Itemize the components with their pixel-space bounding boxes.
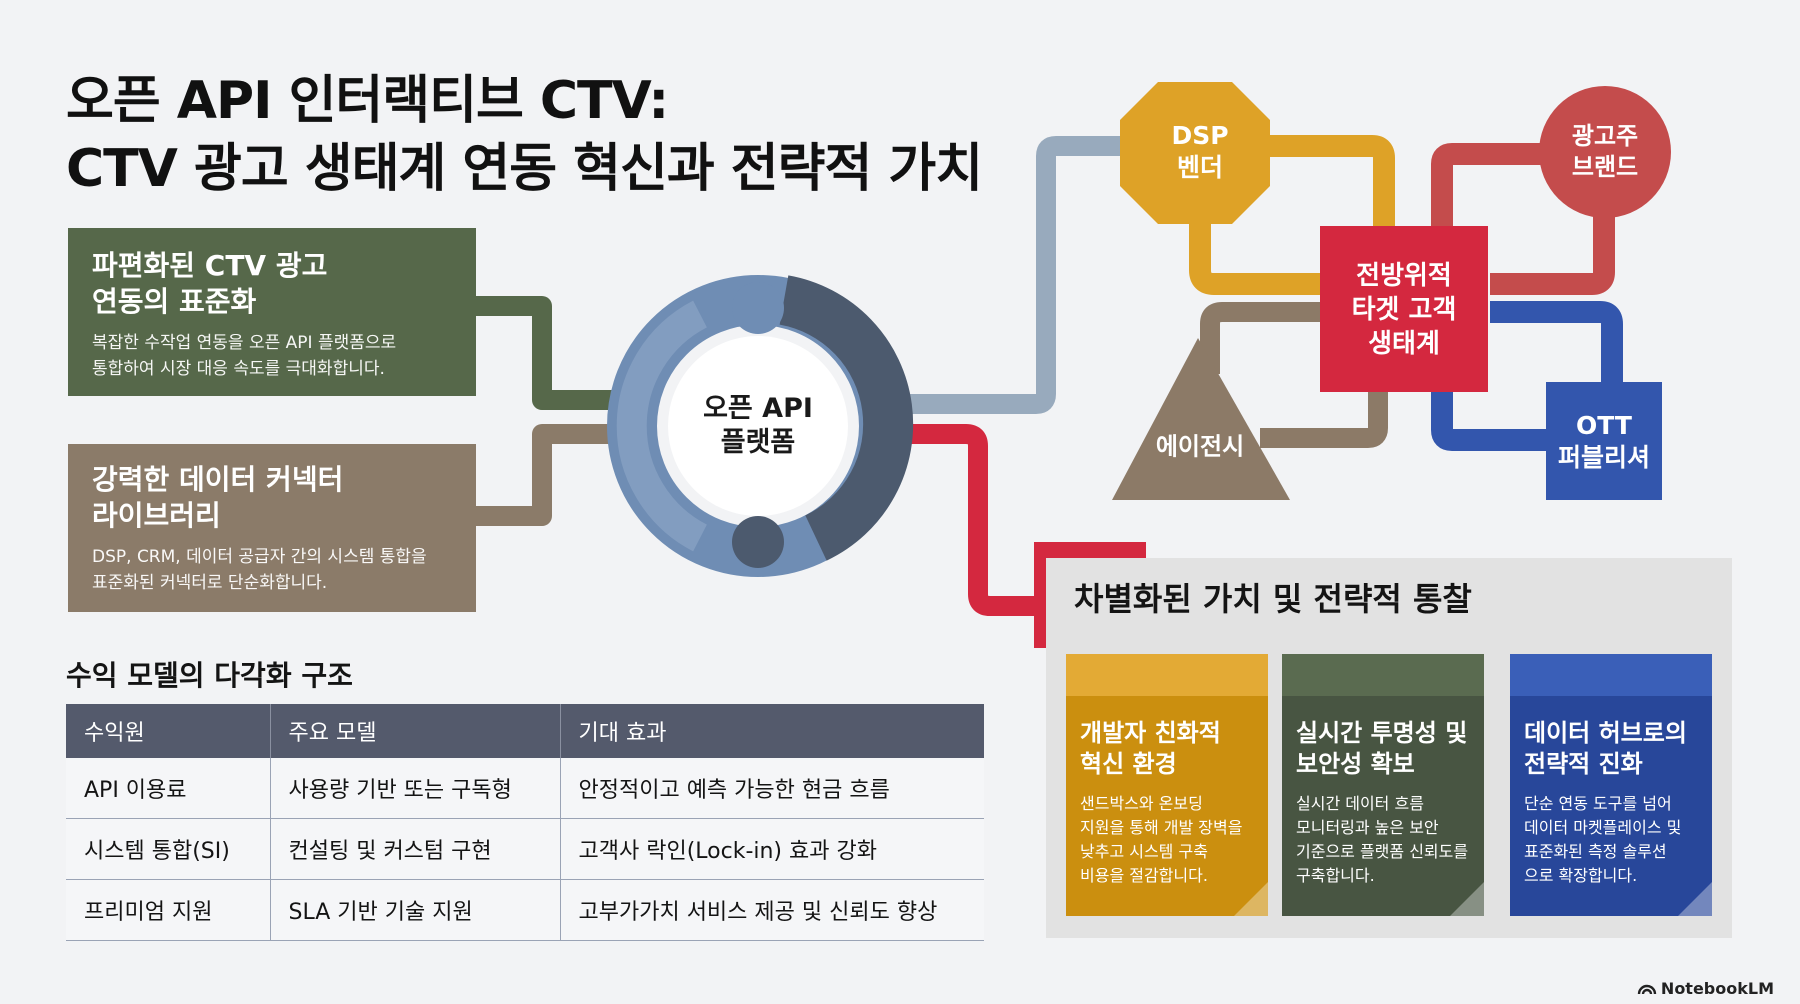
revenue-header-model: 주요 모델 bbox=[270, 704, 561, 758]
hub-label-line-2: 플랫폼 bbox=[720, 427, 796, 458]
ott-label-line-1: OTT bbox=[1576, 411, 1632, 440]
red-connector bbox=[896, 424, 1054, 648]
hub-bottom-knob bbox=[732, 516, 784, 568]
card-desc: 으로 확장합니다. bbox=[1524, 866, 1638, 885]
insight-card-data-hub: 데이터 허브로의 전략적 진화 단순 연동 도구를 넘어 데이터 마켓플레이스 … bbox=[1510, 654, 1712, 916]
panel-standardization-desc-1: 복잡한 수작업 연동을 오픈 API 플랫폼으로 bbox=[92, 333, 397, 353]
card-desc: 표준화된 측정 솔루션 bbox=[1524, 842, 1667, 861]
green-connector bbox=[474, 296, 620, 410]
card-band bbox=[1510, 654, 1712, 696]
card-fold bbox=[1450, 882, 1484, 916]
advertiser-label-line-1: 광고주 bbox=[1571, 122, 1639, 150]
card-band bbox=[1282, 654, 1484, 696]
advertiser-connector bbox=[1431, 143, 1615, 295]
ott-square bbox=[1546, 382, 1662, 500]
dsp-label-line-1: DSP bbox=[1171, 121, 1229, 150]
insight-card-developer: 개발자 친화적 혁신 환경 샌드박스와 온보딩 지원을 통해 개발 장벽을 낮추… bbox=[1066, 654, 1268, 916]
card-title-2: 보안성 확보 bbox=[1296, 750, 1415, 778]
hub-top-knob bbox=[732, 282, 784, 334]
card-fold bbox=[1678, 882, 1712, 916]
panel-standardization-desc-2: 통합하여 시장 대응 속도를 극대화합니다. bbox=[92, 359, 385, 379]
revenue-title: 수익 모델의 다각화 구조 bbox=[66, 659, 353, 692]
advertiser-circle bbox=[1539, 86, 1671, 218]
advertiser-label-line-2: 브랜드 bbox=[1571, 153, 1639, 181]
table-row: 시스템 통합(SI) 컨설팅 및 커스텀 구현 고객사 락인(Lock-in) … bbox=[66, 818, 984, 880]
panel-standardization-title-2: 연동의 표준화 bbox=[92, 285, 257, 318]
card-title-1: 데이터 허브로의 bbox=[1524, 719, 1687, 747]
revenue-header-effect: 기대 효과 bbox=[560, 704, 984, 758]
card-fold bbox=[1234, 882, 1268, 916]
agency-triangle bbox=[1112, 338, 1290, 500]
table-row: 프리미엄 지원 SLA 기반 기술 지원 고부가가치 서비스 제공 및 신뢰도 … bbox=[66, 879, 984, 941]
orange-connector bbox=[1189, 135, 1395, 295]
revenue-table: 수익원 주요 모델 기대 효과 API 이용료 사용량 기반 또는 구독형 안정… bbox=[66, 704, 984, 941]
panel-connector-library-desc-2: 표준화된 커넥터로 단순화합니다. bbox=[92, 573, 328, 593]
card-title-1: 개발자 친화적 bbox=[1080, 719, 1221, 747]
center-square bbox=[1320, 226, 1488, 392]
center-label-line-3: 생태계 bbox=[1368, 329, 1440, 359]
revenue-header-row: 수익원 주요 모델 기대 효과 bbox=[66, 704, 984, 758]
card-desc: 낮추고 시스템 구축 bbox=[1080, 842, 1208, 861]
dsp-label-line-2: 벤더 bbox=[1176, 153, 1223, 182]
ott-connector bbox=[1431, 301, 1623, 451]
notebooklm-icon bbox=[1637, 984, 1657, 995]
card-desc: 데이터 마켓플레이스 및 bbox=[1524, 818, 1682, 837]
dsp-octagon bbox=[1120, 82, 1270, 224]
table-cell: SLA 기반 기술 지원 bbox=[270, 879, 561, 941]
table-cell: 고객사 락인(Lock-in) 효과 강화 bbox=[560, 818, 984, 880]
panel-connector-library-title-1: 강력한 데이터 커넥터 bbox=[92, 463, 344, 496]
table-row: API 이용료 사용량 기반 또는 구독형 안정적이고 예측 가능한 현금 흐름 bbox=[66, 758, 984, 819]
card-desc: 구축합니다. bbox=[1296, 866, 1375, 885]
table-cell: 안정적이고 예측 가능한 현금 흐름 bbox=[560, 758, 984, 819]
panel-connector-library-title-2: 라이브러리 bbox=[92, 499, 221, 532]
card-desc: 지원을 통해 개발 장벽을 bbox=[1080, 818, 1243, 837]
panel-standardization-title-1: 파편화된 CTV 광고 bbox=[92, 249, 328, 282]
gray-connector bbox=[896, 136, 1140, 414]
panel-connector-library-desc-1: DSP, CRM, 데이터 공급자 간의 시스템 통합을 bbox=[92, 547, 427, 567]
table-cell: 시스템 통합(SI) bbox=[66, 818, 271, 880]
footer-brand-text: NotebookLM bbox=[1660, 979, 1774, 998]
red-connector-bar bbox=[1034, 542, 1146, 558]
table-cell: API 이용료 bbox=[66, 758, 271, 819]
card-desc: 실시간 데이터 흐름 bbox=[1296, 794, 1424, 813]
hub-ring-dark-arc bbox=[779, 275, 914, 561]
hub-label: 오픈 API 플랫폼 bbox=[703, 392, 813, 460]
advertiser-label: 광고주 브랜드 bbox=[1572, 121, 1638, 183]
card-desc: 단순 연동 도구를 넘어 bbox=[1524, 794, 1672, 813]
center-label-line-2: 타겟 고객 bbox=[1351, 295, 1457, 325]
hub-label-line-1: 오픈 API bbox=[703, 393, 813, 424]
taupe-connector bbox=[474, 424, 620, 526]
agency-label: 에이전시 bbox=[1155, 432, 1245, 461]
panel-connector-library: 강력한 데이터 커넥터 라이브러리 DSP, CRM, 데이터 공급자 간의 시… bbox=[68, 444, 476, 612]
card-title-1: 실시간 투명성 및 bbox=[1296, 719, 1468, 747]
dsp-label: DSP 벤더 bbox=[1171, 120, 1228, 184]
card-title-2: 전략적 진화 bbox=[1524, 750, 1643, 778]
card-desc: 기준으로 플랫폼 신뢰도를 bbox=[1296, 842, 1469, 861]
table-cell: 고부가가치 서비스 제공 및 신뢰도 향상 bbox=[560, 879, 984, 941]
table-cell: 사용량 기반 또는 구독형 bbox=[270, 758, 561, 819]
card-desc: 모니터링과 높은 보안 bbox=[1296, 818, 1439, 837]
hub-ring-light-arc bbox=[616, 300, 708, 552]
panel-standardization: 파편화된 CTV 광고 연동의 표준화 복잡한 수작업 연동을 오픈 API 플… bbox=[68, 228, 476, 396]
footer-brand: NotebookLM bbox=[1637, 979, 1774, 998]
hub-center bbox=[668, 336, 848, 516]
page-title-line-1: 오픈 API 인터랙티브 CTV: bbox=[66, 71, 669, 131]
ott-label: OTT 퍼블리셔 bbox=[1558, 410, 1650, 474]
card-title-2: 혁신 환경 bbox=[1080, 750, 1177, 778]
page-title-line-2: CTV 광고 생태계 연동 혁신과 전략적 가치 bbox=[66, 139, 983, 199]
card-desc: 비용을 절감합니다. bbox=[1080, 866, 1208, 885]
card-desc: 샌드박스와 온보딩 bbox=[1080, 794, 1203, 813]
agency-connector bbox=[1200, 302, 1388, 448]
table-cell: 프리미엄 지원 bbox=[66, 879, 271, 941]
table-cell: 컨설팅 및 커스텀 구현 bbox=[270, 818, 561, 880]
insight-title: 차별화된 가치 및 전략적 통찰 bbox=[1074, 580, 1472, 618]
ott-label-line-2: 퍼블리셔 bbox=[1557, 443, 1651, 472]
center-label-line-1: 전방위적 bbox=[1356, 261, 1452, 291]
revenue-header-source: 수익원 bbox=[66, 704, 271, 758]
insight-card-security: 실시간 투명성 및 보안성 확보 실시간 데이터 흐름 모니터링과 높은 보안 … bbox=[1282, 654, 1484, 916]
card-band bbox=[1066, 654, 1268, 696]
center-label: 전방위적 타겟 고객 생태계 bbox=[1352, 259, 1457, 361]
